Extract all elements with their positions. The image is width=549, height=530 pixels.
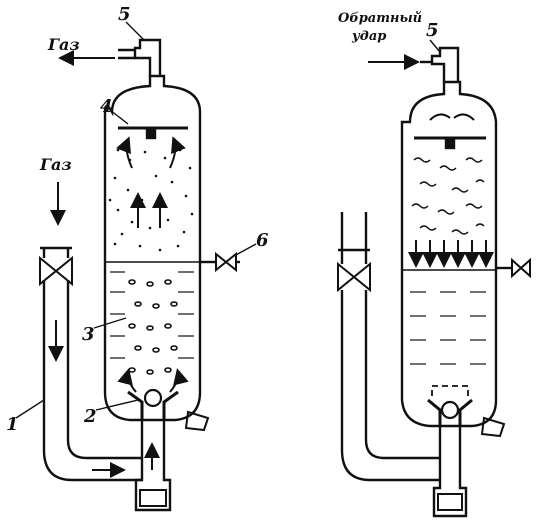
right-outlet-neck <box>430 46 460 82</box>
left-gas-out-label: Газ <box>47 35 80 54</box>
right-liquid-hatching <box>410 291 486 365</box>
right-check-element <box>427 398 473 426</box>
label-1: 1 <box>6 414 19 435</box>
right-label5-leader <box>429 39 441 53</box>
left-inlet-tube <box>42 280 142 482</box>
right-bottom-nozzle <box>432 426 468 518</box>
left-gas-in-label: Газ <box>39 155 72 174</box>
left-drain-valve <box>200 251 240 273</box>
right-inlet-tube <box>340 290 440 482</box>
label-5-right: 5 <box>426 20 439 41</box>
right-pressure-arrows <box>368 54 494 268</box>
left-side-plug <box>184 410 210 432</box>
left-vessel-body <box>103 74 202 422</box>
right-vessel-body <box>400 80 498 428</box>
right-backflash-line1: Обратный <box>338 11 422 26</box>
left-liquid-bubbles <box>128 279 178 375</box>
left-check-element <box>127 390 179 420</box>
left-inlet-valve <box>39 246 73 287</box>
right-inlet-valve <box>337 212 371 293</box>
right-flame-squiggles <box>411 157 485 235</box>
right-seal-backflash <box>337 46 531 518</box>
label-2: 2 <box>83 406 97 427</box>
right-side-plug <box>480 416 506 438</box>
right-drain-valve <box>496 257 531 279</box>
label-3: 3 <box>82 324 95 345</box>
left-seal-normal-operation <box>39 38 240 512</box>
label-6: 6 <box>256 230 269 251</box>
left-liquid-hatching <box>110 271 194 359</box>
right-backflash-line2: удар <box>351 29 386 44</box>
label-4: 4 <box>100 96 113 117</box>
left-outlet-neck <box>133 38 162 76</box>
left-flow-arrows <box>48 50 189 478</box>
left-leader-lines <box>15 21 257 419</box>
label-5-left: 5 <box>118 4 131 25</box>
left-gas-dots <box>108 148 194 252</box>
